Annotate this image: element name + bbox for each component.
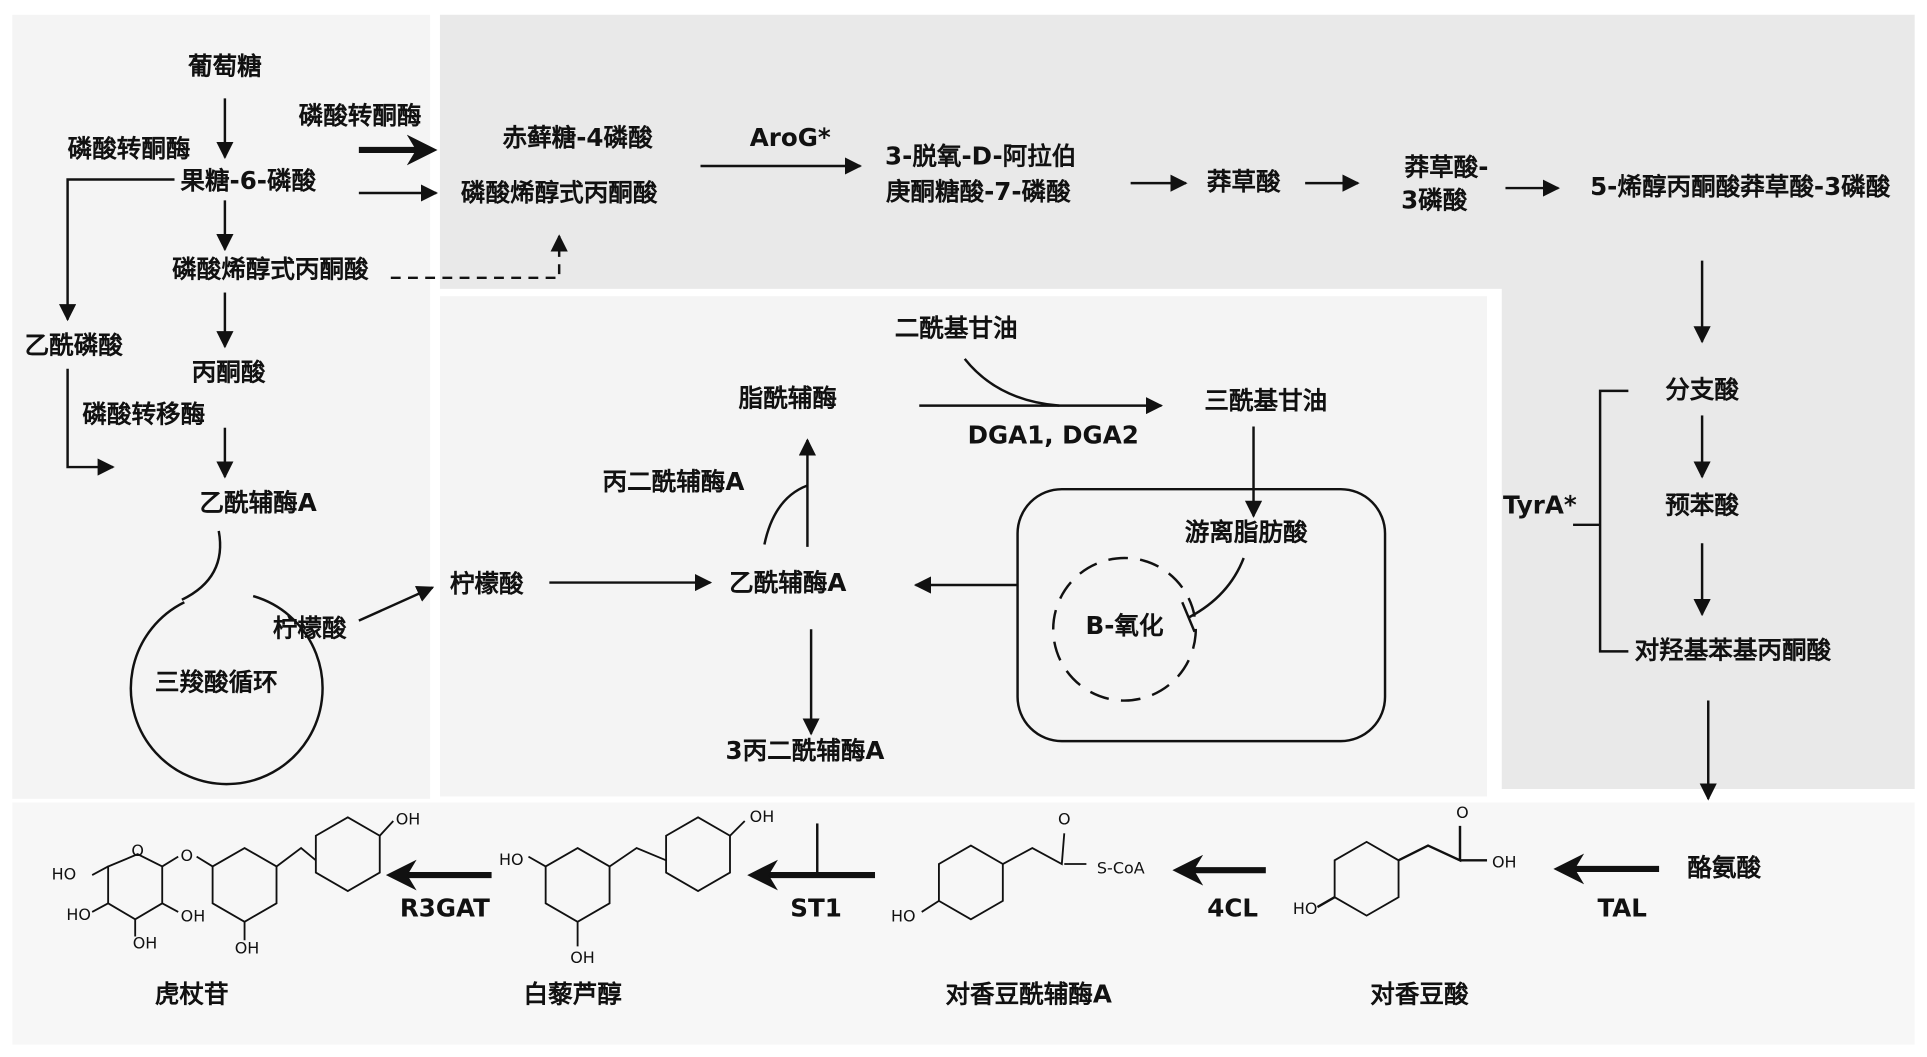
label-phosphoketolase-left: 磷酸转酮酶 <box>68 134 191 163</box>
label-oh: OH <box>181 906 206 925</box>
label-dahp-2: 庚酮糖酸-7-磷酸 <box>886 177 1071 206</box>
label-polydatin: 虎杖苷 <box>155 980 229 1009</box>
label-malonyl-coa-3: 3丙二酰辅酶A <box>726 736 885 765</box>
label-o: O <box>1456 803 1469 822</box>
label-tyra: TyrA* <box>1503 490 1577 519</box>
label-epsp: 5-烯醇丙酮酸莽草酸-3磷酸 <box>1590 172 1891 201</box>
label-beta-oxidation: B-氧化 <box>1085 611 1163 640</box>
label-arog: AroG* <box>750 123 831 152</box>
label-chorismate: 分支酸 <box>1665 375 1739 404</box>
label-s3p-1: 莽草酸- <box>1405 152 1489 181</box>
label-p-coumaric-acid: 对香豆酸 <box>1370 980 1469 1009</box>
label-tca-cycle: 三羧酸循环 <box>155 667 278 696</box>
label-pyruvate: 丙酮酸 <box>192 358 266 387</box>
label-scoa: S-CoA <box>1097 858 1145 877</box>
label-glucose: 葡萄糖 <box>188 52 262 81</box>
label-dahp-1: 3-脱氧-D-阿拉伯 <box>885 141 1076 170</box>
label-oh: OH <box>570 948 595 967</box>
label-o: O <box>181 846 194 865</box>
label-ho: HO <box>1293 899 1318 918</box>
label-pep-2: 磷酸烯醇式丙酮酸 <box>461 178 658 207</box>
label-shikimate: 莽草酸 <box>1207 167 1281 196</box>
label-phosphotransferase: 磷酸转移酶 <box>82 399 205 428</box>
label-oh: OH <box>235 938 260 957</box>
label-ho: HO <box>891 906 916 925</box>
label-resveratrol: 白藜芦醇 <box>524 980 622 1009</box>
label-o: O <box>1058 809 1071 828</box>
label-ho: HO <box>499 850 524 869</box>
label-dga: DGA1, DGA2 <box>968 420 1139 449</box>
label-citrate: 柠檬酸 <box>450 569 524 598</box>
label-oh: OH <box>750 807 775 826</box>
label-hpp: 对羟基苯基丙酮酸 <box>1635 635 1832 664</box>
label-oh: OH <box>133 933 158 952</box>
label-citrate-tca: 柠檬酸 <box>273 613 347 642</box>
label-tyrosine: 酪氨酸 <box>1687 853 1761 882</box>
label-ho: HO <box>52 865 77 884</box>
label-tag: 三酰基甘油 <box>1204 386 1327 415</box>
label-s3p-2: 3磷酸 <box>1401 186 1468 215</box>
label-r3gat: R3GAT <box>400 893 490 922</box>
label-acetyl-coa-2: 乙酰辅酶A <box>729 568 846 597</box>
label-prephenate: 预苯酸 <box>1665 490 1739 519</box>
label-dag: 二酰基甘油 <box>895 313 1018 342</box>
label-coumaroyl-coa: 对香豆酰辅酶A <box>945 980 1111 1009</box>
label-malonyl-coa: 丙二酰辅酶A <box>603 467 745 496</box>
label-tal: TAL <box>1597 893 1647 922</box>
label-acyl-coa: 脂酰辅酶 <box>739 383 837 412</box>
label-e4p: 赤藓糖-4磷酸 <box>503 123 654 152</box>
label-4cl: 4CL <box>1207 893 1258 922</box>
label-o: O <box>131 841 144 860</box>
label-phosphoketolase-top: 磷酸转酮酶 <box>299 101 422 130</box>
label-pep: 磷酸烯醇式丙酮酸 <box>172 254 369 283</box>
panel-lipid <box>440 296 1487 796</box>
label-ffa: 游离脂肪酸 <box>1185 517 1308 546</box>
label-acetyl-phosphate: 乙酰磷酸 <box>25 331 124 360</box>
label-acetyl-coa: 乙酰辅酶A <box>199 488 316 517</box>
label-f6p: 果糖-6-磷酸 <box>180 166 316 195</box>
label-oh: OH <box>396 809 421 828</box>
label-st1: ST1 <box>790 893 842 922</box>
label-ho: HO <box>66 905 91 924</box>
label-oh: OH <box>1492 852 1517 871</box>
